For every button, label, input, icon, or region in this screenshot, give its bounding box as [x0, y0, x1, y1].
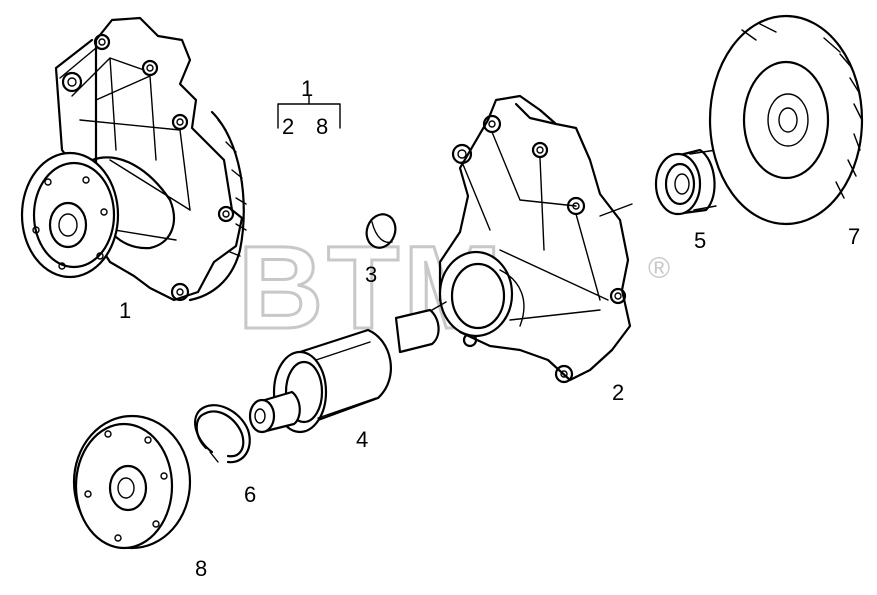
- callout-4: 4: [356, 427, 368, 452]
- svg-text:®: ®: [648, 252, 670, 285]
- assembly-key: 1 2 8: [277, 76, 341, 139]
- assembly-key-child-hub: 8: [316, 114, 328, 139]
- retaining-ring: [194, 404, 251, 464]
- assembly-key-parent: 1: [301, 76, 313, 101]
- impeller: [708, 14, 864, 226]
- water-pump-assembly: [20, 16, 247, 302]
- callout-5: 5: [694, 228, 706, 253]
- pulley-hub: [72, 414, 192, 550]
- bearing-shaft: [248, 301, 447, 434]
- callout-3: 3: [365, 262, 377, 287]
- assembly-key-child-housing: 2: [282, 114, 294, 139]
- callout-8: 8: [195, 556, 207, 581]
- callout-6: 6: [244, 482, 256, 507]
- plug: [365, 213, 397, 249]
- callout-1: 1: [119, 298, 131, 323]
- callout-7: 7: [848, 224, 860, 249]
- seal: [599, 148, 717, 217]
- callout-2: 2: [612, 380, 624, 405]
- pump-housing: [438, 94, 632, 384]
